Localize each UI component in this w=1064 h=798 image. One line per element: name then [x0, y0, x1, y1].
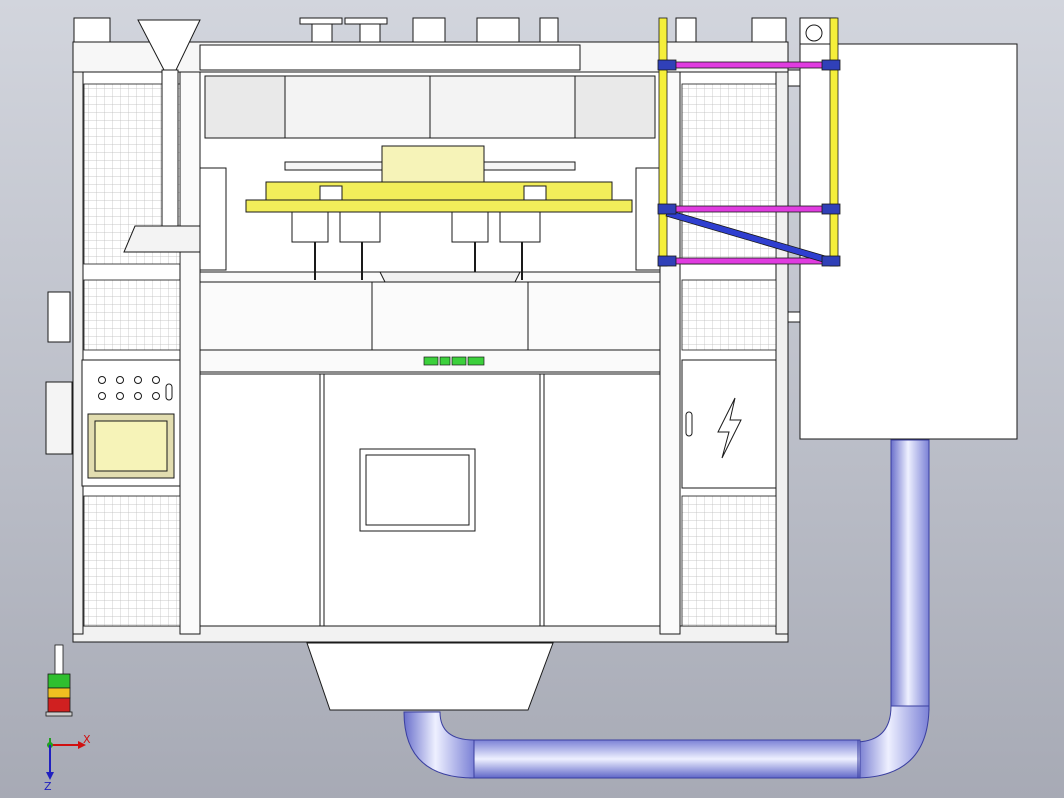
control-panel: [45, 291, 181, 487]
support-rails: [657, 17, 841, 267]
axis-z-label: Z: [44, 780, 52, 793]
stack-light: [45, 644, 73, 717]
terminal-connectors: [423, 356, 485, 366]
carriage-assembly: [199, 167, 661, 271]
feed-funnel: [123, 19, 213, 253]
upper-press: [204, 75, 656, 183]
top-fittings: [73, 17, 837, 45]
electrical-door: [681, 359, 777, 489]
axis-x-label: X: [83, 733, 91, 746]
control-box: [787, 43, 1018, 440]
hmi-touchscreen: [94, 420, 168, 472]
lower-cabinet: [199, 281, 661, 627]
exhaust-duct: [403, 439, 930, 779]
control-buttons: [98, 376, 173, 401]
pickup-heads: [291, 211, 541, 285]
xyz-axis-triad-icon: X Z: [44, 733, 91, 793]
lightning-bolt-icon: [717, 397, 742, 459]
collection-hopper: [306, 642, 554, 711]
